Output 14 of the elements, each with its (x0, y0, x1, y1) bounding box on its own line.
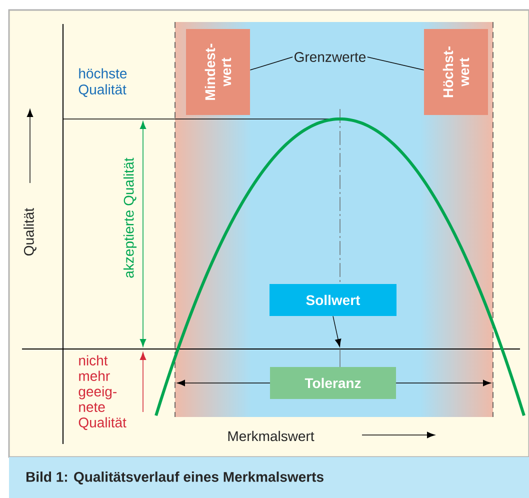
limit-label: Grenzwerte (294, 52, 366, 62)
target-value-box: Sollwert (270, 284, 396, 316)
limit-box: Mindest- wert (186, 29, 250, 115)
leader-line (250, 56, 293, 70)
tolerance-box: Toleranz (270, 367, 396, 399)
axis-label: Merkmalswert (228, 430, 314, 442)
axis-label: Qualität (24, 208, 36, 256)
caption-bar: Bild 1: Qualitätsverlauf eines Merkmalswerts (9, 457, 529, 498)
arrow (332, 316, 342, 347)
limit-box: Höchst- wert (424, 29, 488, 115)
quality-label: nicht mehr geeig- nete Qualität (78, 355, 126, 430)
quality-label: akzeptierte Qualität (123, 158, 137, 278)
leader-line (367, 56, 424, 70)
quality-label: höchste Qualität (78, 68, 127, 97)
